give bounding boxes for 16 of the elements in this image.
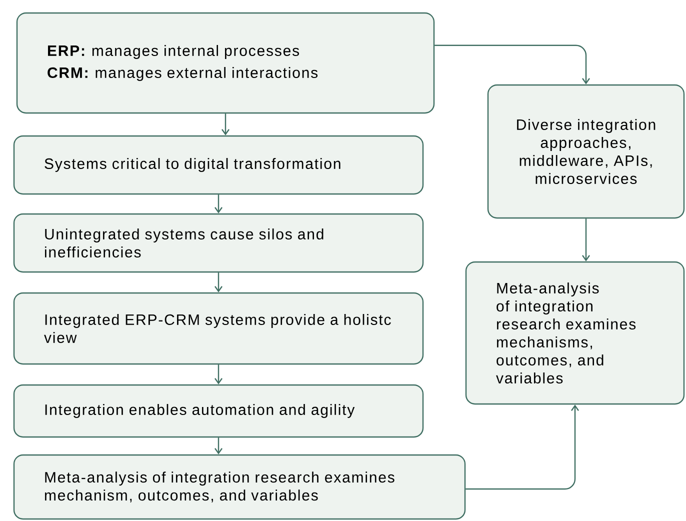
arrow — [222, 114, 230, 136]
arrow — [434, 44, 590, 84]
process-box: Systems critical to digital transformation — [13, 135, 424, 195]
process-box: Integrated ERP-CRM systems provide a holistc view — [13, 292, 424, 365]
process-box: Meta-analysis of integration research examines mechanism, outcomes, and variables — [13, 454, 466, 520]
process-box: Meta-analysis of integration research examines mechanisms, outcomes, and variables — [465, 261, 685, 405]
arrow — [582, 218, 590, 262]
process-box: Diverse integration approaches, middleware, APIs, microservices — [487, 84, 685, 219]
arrow — [214, 438, 222, 454]
arrow — [466, 404, 579, 490]
arrow — [214, 364, 222, 384]
process-box: Integration enables automation and agility — [13, 384, 424, 438]
process-box: ERP: manages internal processes CRM: manages external interactions — [16, 12, 435, 114]
process-box: Unintegrated systems cause silos and inefficiencies — [13, 213, 424, 273]
arrow — [214, 272, 222, 292]
arrow — [214, 194, 222, 214]
